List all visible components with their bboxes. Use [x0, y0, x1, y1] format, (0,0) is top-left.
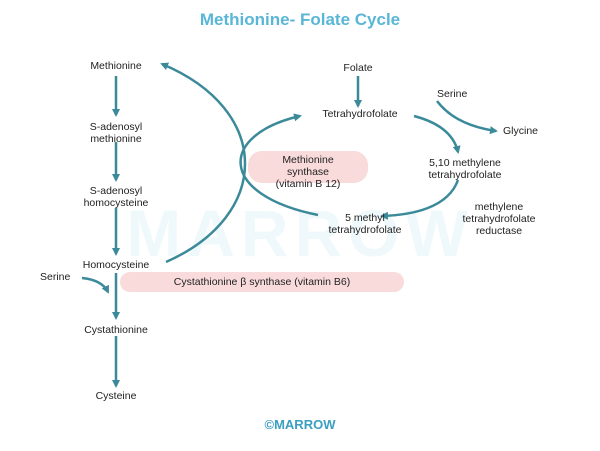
- page-title: Methionine- Folate Cycle: [199, 10, 401, 29]
- thf-label: Tetrahydrofolate: [322, 108, 398, 120]
- mthf5-label-line-1: 5 methyl: [345, 212, 385, 224]
- mthf5-label: 5 methyl tetrahydrofolate: [310, 212, 420, 236]
- arrow-thf-to-mthf510: [413, 114, 461, 154]
- mthf510-label: 5,10 methylene tetrahydrofolate: [410, 157, 520, 181]
- methionine-synthase-pill: [248, 151, 368, 183]
- methionine-synthase-label: Methionine synthase (vitamin B 12): [248, 154, 368, 190]
- cystathionine-label: Cystathionine: [84, 324, 148, 336]
- sam-label-line-1: S-adenosyl: [89, 121, 143, 133]
- sam-label-line-2: methionine: [90, 133, 142, 145]
- mthfr-label-line-3: reductase: [475, 225, 523, 237]
- arrow-serine-merge: [81, 276, 110, 294]
- arrow-mthf510-to-mthf5: [380, 179, 460, 220]
- cbs-label: Cystathionine β synthase (vitamin B6): [173, 276, 351, 288]
- arrow-serine-to-glycine: [436, 100, 498, 135]
- ms-label-line-2: synthase: [286, 166, 330, 178]
- sah-label-line-1: S-adenosyl: [89, 185, 143, 197]
- mthfr-label-line-1: methylene: [474, 201, 524, 213]
- cbs-pill: [120, 272, 404, 292]
- sam-label: S-adenosyl methionine: [66, 121, 166, 145]
- mthf510-label-line-1: 5,10 methylene: [429, 157, 501, 169]
- footer-brand: ©MARROW: [264, 417, 336, 432]
- serine-right-label: Serine: [437, 88, 468, 100]
- mthfr-label-line-2: tetrahydrofolate: [462, 213, 536, 225]
- arrow-mthf5-to-thf: [239, 113, 319, 217]
- arrow-homocysteine-to-methionine: [160, 62, 247, 264]
- cysteine-label: Cysteine: [95, 390, 137, 402]
- ms-label-line-3: (vitamin B 12): [275, 178, 341, 190]
- mthf510-label-line-2: tetrahydrofolate: [428, 169, 502, 181]
- mthfr-label: methylene tetrahydrofolate reductase: [444, 201, 554, 237]
- sah-label-line-2: homocysteine: [83, 197, 149, 209]
- mthf5-label-line-2: tetrahydrofolate: [328, 224, 402, 236]
- watermark: MARROW: [126, 196, 474, 270]
- sah-label: S-adenosyl homocysteine: [66, 185, 166, 209]
- folate-label: Folate: [343, 62, 373, 74]
- homocysteine-label: Homocysteine: [82, 259, 150, 271]
- serine-left-label: Serine: [40, 271, 71, 283]
- glycine-label: Glycine: [503, 125, 539, 137]
- methionine-label: Methionine: [90, 60, 142, 72]
- ms-label-line-1: Methionine: [282, 154, 334, 166]
